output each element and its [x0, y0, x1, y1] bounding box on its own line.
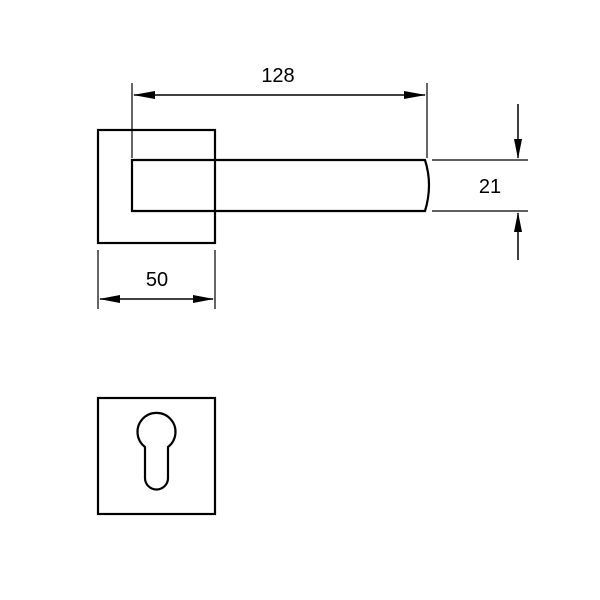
handle-side-view [96, 128, 431, 245]
arrow-up-icon [514, 212, 522, 232]
dimension-lever-length: 128 [131, 65, 428, 158]
escutcheon-front-view [96, 396, 217, 516]
dimension-lever-height: 21 [432, 104, 528, 260]
keyhole-icon [136, 411, 177, 491]
dimension-rose-width: 50 [97, 250, 216, 309]
dimension-label-length: 128 [261, 65, 294, 87]
escutcheon-plate [96, 396, 217, 516]
dimension-label-height: 21 [479, 176, 501, 198]
rose-plate [96, 128, 217, 245]
arrow-left-icon [99, 295, 120, 303]
lever-arm [130, 158, 431, 213]
arrow-right-icon [193, 295, 214, 303]
arrow-right-icon [404, 91, 426, 99]
arrow-left-icon [133, 91, 155, 99]
dimension-label-width: 50 [146, 269, 168, 291]
arrow-down-icon [514, 139, 522, 159]
